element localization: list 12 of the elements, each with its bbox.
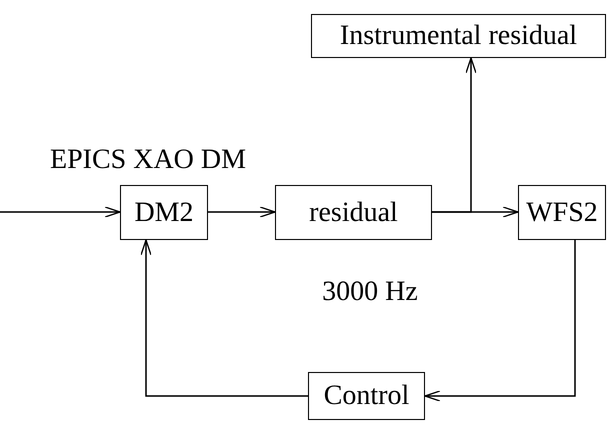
arrow <box>432 57 477 213</box>
arrow <box>0 206 121 218</box>
block-box: DM2 <box>120 185 208 240</box>
arrow <box>424 240 576 402</box>
diagram-label: 3000 Hz <box>321 278 419 306</box>
block-box: WFS2 <box>518 185 606 240</box>
arrow <box>140 239 308 397</box>
block-box: Instrumental residual <box>311 14 606 58</box>
diagram-label: EPICS XAO DM <box>48 146 248 174</box>
arrow <box>208 206 276 218</box>
block-box: Control <box>308 372 425 420</box>
block-box: residual <box>275 185 432 240</box>
